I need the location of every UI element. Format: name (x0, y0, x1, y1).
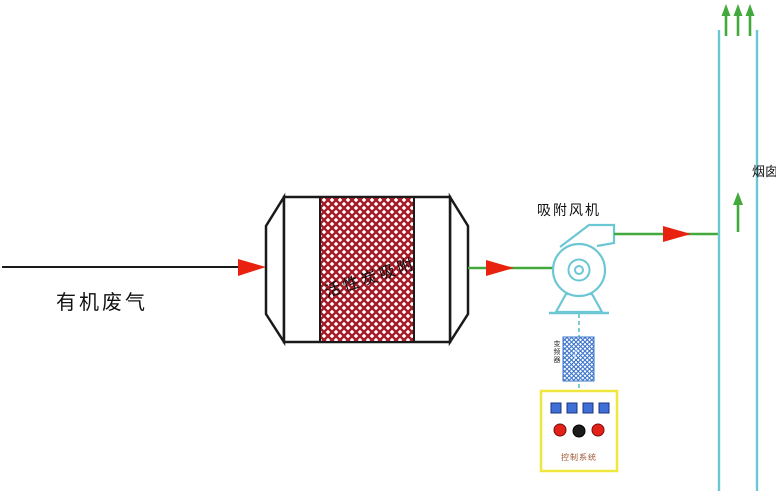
flow-arrow-inlet (238, 259, 266, 276)
control-button-1 (550, 402, 562, 414)
flow-arrow-stack (663, 226, 691, 242)
control-button-2 (566, 402, 578, 414)
fan-hub-inner (574, 265, 584, 275)
fan-outlet-duct (559, 223, 616, 248)
chimney-inner-arrow (733, 192, 743, 232)
control-cabinet (539, 389, 619, 473)
vessel-right-cap (448, 192, 470, 347)
inverter-frequency-symbol: f (574, 349, 577, 360)
indicator-light-red-2 (591, 423, 605, 437)
carbon-bed-hatch (319, 196, 415, 343)
fan-volute (551, 242, 607, 298)
control-button-3 (582, 402, 594, 414)
control-button-4 (598, 402, 610, 414)
inlet-gas-label: 有机废气 (56, 292, 148, 314)
fan-hub-outer (567, 258, 591, 282)
inverter-box (562, 336, 595, 382)
adsorber-vessel (264, 192, 470, 347)
vessel-left-cap (264, 192, 286, 347)
chimney-label: 烟囱 (752, 164, 776, 179)
indicator-light-black (572, 424, 586, 438)
flow-arrow-mid (486, 260, 514, 276)
adsorption-fan (549, 223, 616, 315)
inverter-label: 变频器 (553, 340, 561, 364)
indicator-light-red-1 (553, 423, 567, 437)
control-system-label: 控制系统 (561, 453, 597, 462)
fan-label: 吸附风机 (537, 204, 601, 219)
exhaust-arrows (721, 4, 755, 36)
chimney (717, 4, 759, 491)
